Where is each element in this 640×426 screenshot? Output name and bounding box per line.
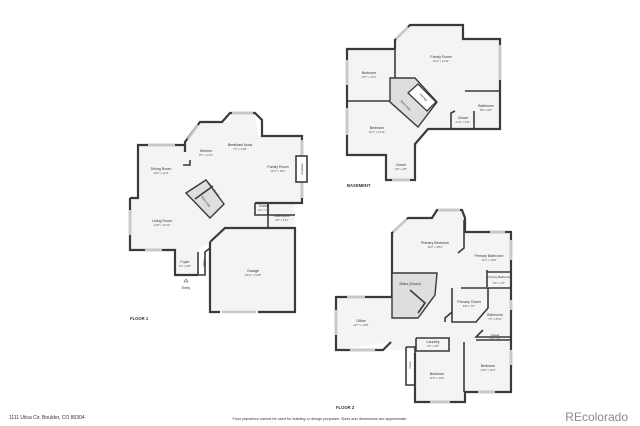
disclaimer: Floor plans/tour cannot be used for buil… — [232, 417, 408, 421]
room-name: Primary Closet — [457, 300, 481, 304]
room-dims: 10'7" x 11'6" — [361, 75, 376, 79]
floor-2-stairs — [391, 272, 438, 319]
basement-plan: Family Room 24'3" x 14'11" Bedroom 10'7"… — [345, 23, 502, 188]
entry-label: Entry — [182, 286, 191, 290]
room-dims: 6'0" x 2'0" — [493, 281, 505, 285]
room-dims: 12'7" x 13'8" — [353, 323, 368, 327]
room-dims: 7'8" x 3'5" — [427, 344, 439, 348]
room-dims: 4'8" x 2'8" — [395, 167, 407, 171]
room-name: Living Room — [152, 219, 172, 223]
floor-2-label: FLOOR 2 — [336, 405, 355, 410]
floor-1-plan: Breakfast Nook 7'4" x 14'8" Kitchen 8'7"… — [128, 111, 308, 321]
property-address: 1111 Utica Cir, Boulder, CO 80304 — [9, 415, 85, 421]
room-dims: 5'1" x 8'8" — [179, 264, 191, 268]
room-dims: 7'8" x 2'0" — [490, 338, 501, 341]
brand-logo: REcolorado — [565, 410, 628, 424]
room-name: Dining Room — [151, 167, 172, 171]
floor-1-stairs — [184, 179, 225, 220]
room-dims: 10'7" x 11'11" — [369, 130, 385, 134]
storage — [407, 83, 437, 112]
room-name: Bathroom — [274, 214, 290, 218]
room-name: Fireplace — [300, 163, 304, 175]
room-name: Closet — [491, 333, 500, 337]
room-dims: 8'8" x 7'6" — [463, 304, 475, 308]
room-name: Family Room — [267, 165, 288, 169]
room-name: Closet — [396, 163, 406, 167]
room-name: Bedroom — [430, 372, 445, 376]
floor-2-plan: Primary Bedroom 16'0" x 18'4" Primary Ba… — [334, 208, 513, 410]
room-dims: 19'11" x 19'8" — [245, 273, 262, 277]
room-dims: 7'9" x 8'10" — [488, 317, 502, 321]
floor-1-label: FLOOR 1 — [130, 316, 149, 321]
room-dims: 24'3" x 14'11" — [433, 59, 450, 63]
room-dims: 16'0" x 18'4" — [427, 245, 442, 249]
room-name: Stairs (Down) — [399, 282, 421, 286]
room-dims: 8'7" x 13'3" — [199, 153, 213, 157]
room-name: Office — [356, 319, 365, 323]
entry-arrow-icon — [183, 278, 189, 283]
room-dims: 4'6" x 2'3" — [258, 208, 270, 212]
room-name: Bedroom — [370, 126, 385, 130]
basement-label: BASEMENT — [347, 183, 371, 188]
room-name: Bedroom — [481, 364, 496, 368]
room-dims: 10'0" x 12'4" — [153, 171, 168, 175]
fireplace — [295, 155, 308, 183]
room-name: Primary Bathroom — [487, 275, 512, 279]
room-name: Closet — [259, 204, 269, 208]
room-name: Primary Bathroom — [475, 254, 504, 258]
basement-stairs — [389, 77, 438, 129]
room-dims: 12'8" x 11'10" — [154, 223, 171, 227]
room-name: Kitchen — [200, 149, 212, 153]
room-dims: 11'8" x 11'9" — [430, 376, 445, 380]
room-name: Family Room — [430, 55, 451, 59]
room-name: Bathroom — [478, 104, 494, 108]
room-name: Bedroom — [362, 71, 377, 75]
room-dims: 4'8" x 5'11" — [275, 218, 289, 222]
room-dims: 4'10" x 3'11" — [455, 120, 470, 124]
room-dims: 10'8" x 11'6" — [480, 368, 495, 372]
room-name: Foyer — [180, 260, 190, 264]
room-name: Closet — [458, 116, 468, 120]
room-name: Laundry — [427, 340, 440, 344]
room-name: Garage — [247, 269, 259, 273]
room-name: Stairs (Up) — [200, 195, 211, 208]
room-name: Breakfast Nook — [228, 143, 253, 147]
room-dims: 8'8" x 6'8" — [480, 108, 492, 112]
room-name: Bathroom — [487, 313, 503, 317]
room-name: Closet — [202, 259, 206, 267]
room-name: Primary Bedroom — [421, 241, 449, 245]
room-dims: 7'4" x 14'8" — [233, 147, 247, 151]
room-dims: 12'4" x 15'1" — [270, 169, 285, 173]
room-name: Closet — [408, 361, 412, 369]
room-name: Storage — [419, 92, 429, 102]
room-dims: 11'4" x 10'8" — [481, 258, 496, 262]
